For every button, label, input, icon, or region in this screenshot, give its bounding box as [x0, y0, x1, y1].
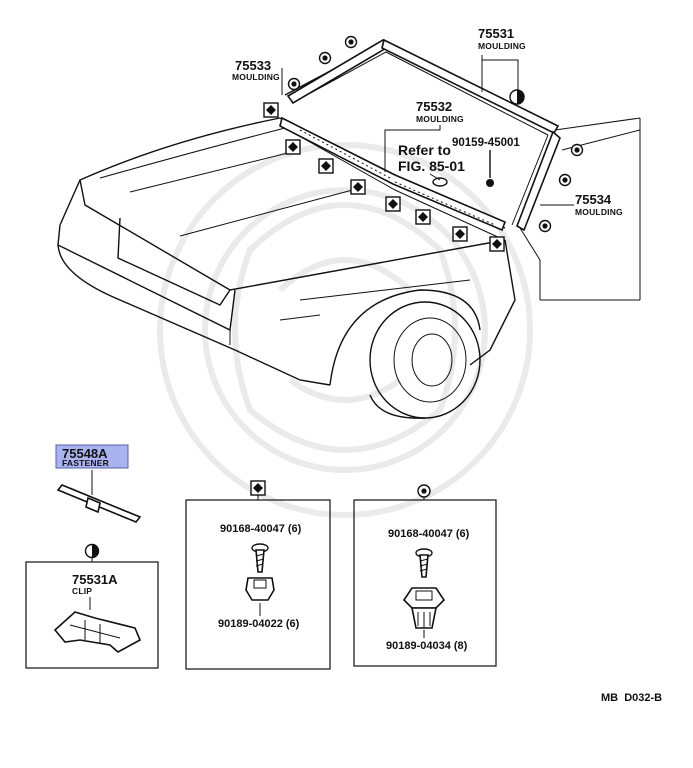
screw-part-number-diamond: 90168-40047 (6) — [220, 523, 302, 535]
grommet-90189-04022-part — [245, 577, 275, 601]
label-75533: 75533 MOULDING — [232, 58, 283, 95]
diamond-symbol — [250, 480, 266, 496]
part-name-75532: MOULDING — [416, 114, 464, 124]
grommet-part-number-circle: 90189-04034 (8) — [386, 640, 468, 652]
part-number-75533: 75533 — [235, 58, 271, 73]
label-75532: 75532 MOULDING — [384, 99, 464, 172]
moulding-75533-part — [286, 38, 390, 105]
refer-line-2: FIG. 85-01 — [398, 158, 465, 174]
diamond-markers — [263, 102, 505, 252]
diamond-fastener-box: 90168-40047 (6) 90189-04022 (6) — [185, 480, 331, 670]
label-75534: 75534 MOULDING — [540, 192, 623, 217]
part-name-75533: MOULDING — [232, 72, 280, 82]
screw-part-number-circle: 90168-40047 (6) — [388, 528, 470, 540]
moulding-75534-part — [516, 130, 561, 232]
washer-part — [432, 177, 448, 187]
refer-to-label: Refer to FIG. 85-01 — [398, 142, 465, 181]
part-name-75534: MOULDING — [575, 207, 623, 217]
clip-75531a-part — [53, 611, 142, 653]
part-number-75548a: 75548A — [62, 446, 108, 461]
watermark-logo — [157, 142, 533, 518]
grommet-part-number-diamond: 90189-04022 (6) — [218, 618, 300, 630]
half-circle-symbol — [84, 543, 100, 559]
refer-line-1: Refer to — [398, 142, 451, 158]
part-name-75548a: FASTENER — [62, 458, 109, 468]
fastener-75548a-part — [56, 484, 142, 523]
part-name-75531: MOULDING — [478, 41, 526, 51]
circle-fastener-box: 90168-40047 (6) 90189-04034 (8) — [353, 484, 497, 667]
moulding-75531-part — [381, 38, 560, 135]
circle-markers — [287, 35, 584, 233]
grommet-90189-04034-part — [402, 587, 446, 629]
part-number-75531: 75531 — [478, 26, 514, 41]
circle-symbol — [417, 484, 431, 498]
car-body — [57, 41, 641, 419]
part-number-75531a: 75531A — [72, 572, 118, 587]
screw-90168-part — [251, 543, 269, 573]
part-number-90159: 90159-45001 — [452, 137, 520, 149]
part-name-75531a: CLIP — [72, 586, 92, 596]
clip-75531a-box: 75531A CLIP — [25, 543, 159, 669]
bolt-90159-part — [486, 150, 494, 187]
fastener-75548a-label: 75548A FASTENER — [55, 444, 129, 495]
label-75531: 75531 MOULDING — [478, 26, 526, 92]
highlight-box — [55, 444, 129, 469]
half-circle-marker — [509, 89, 525, 105]
figure-code: MB D032-B — [601, 692, 662, 704]
part-number-75534: 75534 — [575, 192, 612, 207]
moulding-75532-part — [279, 116, 507, 232]
part-number-75532: 75532 — [416, 99, 452, 114]
screw-90168-circle-part — [415, 548, 433, 578]
label-90159: 90159-45001 — [452, 137, 520, 149]
